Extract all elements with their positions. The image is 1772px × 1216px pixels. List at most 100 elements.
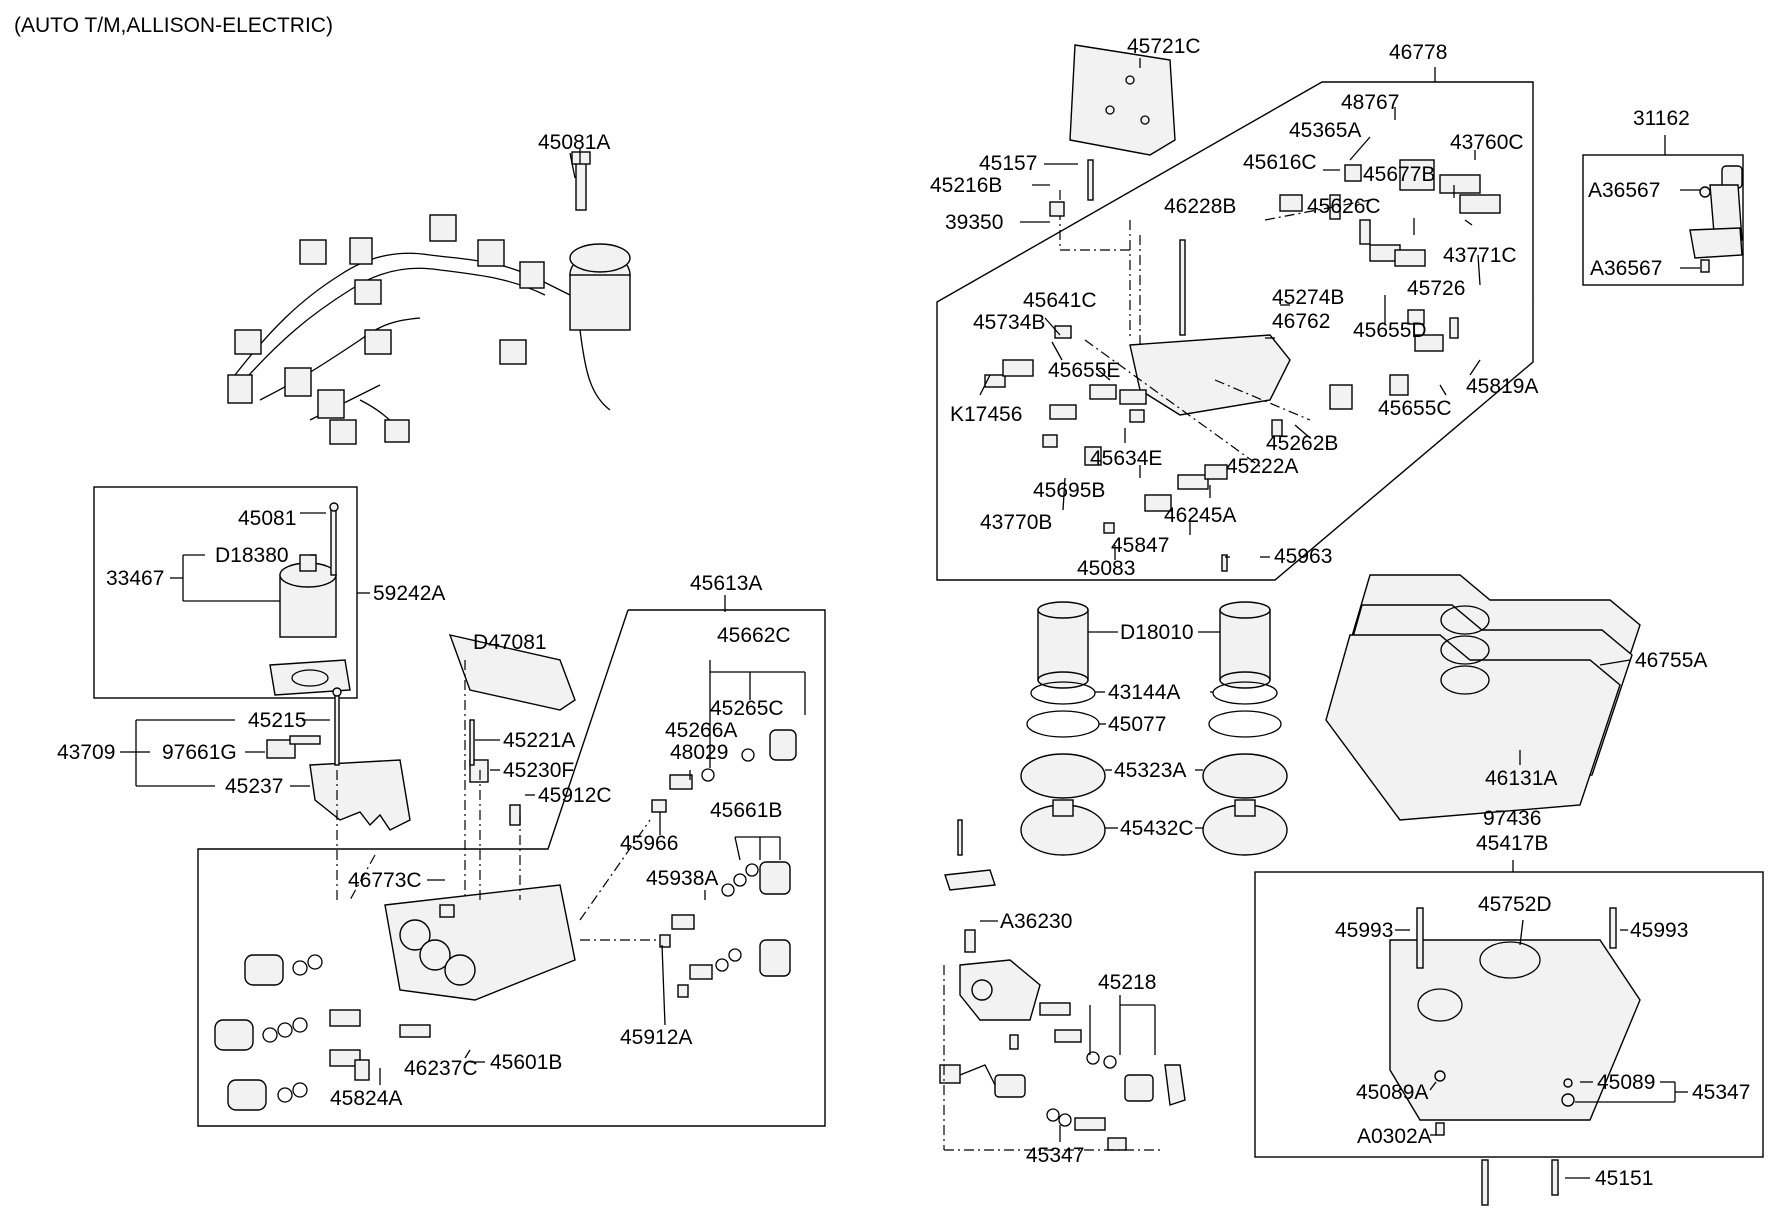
part-label-45655C: 45655C [1378,397,1452,420]
box-45613A [197,609,826,1127]
part-label-45616C: 45616C [1243,151,1317,174]
part-label-45262B: 45262B [1266,432,1339,455]
solenoids-right-drawing [651,729,797,998]
part-label-45221A: 45221A [503,729,576,752]
part-label-46762: 46762 [1272,310,1331,333]
part-label-45912C: 45912C [538,784,612,807]
part-label-97436: 97436 [1483,807,1542,830]
part-label-45083: 45083 [1077,557,1136,580]
part-label-46755A: 46755A [1635,649,1708,672]
part-label-D18380: D18380 [215,544,289,567]
part-label-A0302A: A0302A [1357,1125,1432,1148]
part-label-45641C: 45641C [1023,289,1097,312]
part-label-46237C: 46237C [404,1057,478,1080]
part-label-K17456: K17456 [950,403,1023,426]
part-label-45613A: 45613A [690,572,763,595]
box-46778 [936,81,1534,581]
part-label-43144A: 43144A [1108,681,1181,704]
manual-valve-drawing [939,819,1186,1151]
part-label-45365A: 45365A [1289,119,1362,142]
valve-body-46778-drawing [984,44,1501,572]
part-label-45265C: 45265C [710,697,784,720]
part-label-43709: 43709 [57,741,116,764]
part-label-A36567-bottom: A36567 [1590,257,1663,280]
filters-gaskets-drawing [1020,601,1288,856]
separator-plates-drawing [1325,574,1641,821]
part-label-46245A: 46245A [1164,504,1237,527]
part-label-45230F: 45230F [503,759,575,782]
part-label-45695B: 45695B [1033,479,1106,502]
part-label-45089A: 45089A [1356,1081,1429,1104]
diagram-title: (AUTO T/M,ALLISON-ELECTRIC) [14,14,333,37]
box-45417B [1254,871,1764,1158]
part-label-45218: 45218 [1098,971,1157,994]
part-label-45847: 45847 [1111,534,1170,557]
part-label-33467: 33467 [106,567,165,590]
valve-body-45417B-drawing [1389,907,1641,1206]
part-label-45266A: 45266A [665,719,738,742]
part-label-43760C: 43760C [1450,131,1524,154]
wiring-harness-drawing [227,148,631,445]
part-label-45993-right: 45993 [1630,919,1689,942]
part-label-45151: 45151 [1595,1167,1654,1190]
part-label-45157: 45157 [979,152,1038,175]
part-label-43770B: 43770B [980,511,1053,534]
part-label-45215: 45215 [248,709,307,732]
part-label-A36567-top: A36567 [1588,179,1661,202]
part-label-45993-left: 45993 [1335,919,1394,942]
part-label-45819A: 45819A [1466,375,1539,398]
part-label-46131A: 46131A [1485,767,1558,790]
part-label-45721C: 45721C [1127,35,1201,58]
solenoids-left-drawing [214,954,431,1111]
leader-lines [120,58,1700,1179]
part-label-A36230: A36230 [1000,910,1073,933]
part-label-45347-bottom: 45347 [1026,1144,1085,1167]
box-31162 [1582,154,1744,286]
part-label-45655D: 45655D [1353,319,1427,342]
sensor-31162-drawing [1689,165,1743,273]
part-label-43771C: 43771C [1443,244,1517,267]
sensor-59242A-drawing [269,502,351,696]
part-label-45237: 45237 [225,775,284,798]
part-label-45726: 45726 [1407,277,1466,300]
part-label-45824A: 45824A [330,1087,403,1110]
part-label-45626C: 45626C [1307,195,1381,218]
part-label-39350: 39350 [945,211,1004,234]
part-label-45677B: 45677B [1363,163,1436,186]
part-label-45634E: 45634E [1090,447,1163,470]
part-label-45081A: 45081A [538,131,611,154]
part-label-45222A: 45222A [1226,455,1299,478]
part-label-48767: 48767 [1341,91,1400,114]
part-label-45089: 45089 [1597,1071,1656,1094]
part-label-45323A: 45323A [1114,759,1187,782]
part-label-D47081: D47081 [473,631,547,654]
part-label-45662C: 45662C [717,624,791,647]
part-label-45432C: 45432C [1120,817,1194,840]
part-label-59242A: 59242A [373,582,446,605]
part-label-45655E: 45655E [1048,359,1121,382]
part-label-45734B: 45734B [973,311,1046,334]
part-label-45216B: 45216B [930,174,1003,197]
part-label-45274B: 45274B [1272,286,1345,309]
part-label-97661G: 97661G [162,741,237,764]
part-label-45966: 45966 [620,832,679,855]
part-label-45081: 45081 [238,507,297,530]
part-label-46773C: 46773C [348,869,422,892]
part-label-45912A: 45912A [620,1026,693,1049]
part-label-45938A: 45938A [646,867,719,890]
part-label-46228B: 46228B [1164,195,1237,218]
part-label-45417B: 45417B [1476,832,1549,855]
part-label-D18010: D18010 [1120,621,1194,644]
part-label-48029: 48029 [670,741,729,764]
part-label-45752D: 45752D [1478,893,1552,916]
part-label-46778: 46778 [1389,41,1448,64]
part-label-45661B: 45661B [710,799,783,822]
part-label-45347-right: 45347 [1692,1081,1751,1104]
valve-body-left-drawing [214,634,797,1111]
part-label-45601B: 45601B [490,1051,563,1074]
part-label-45963: 45963 [1274,545,1333,568]
part-label-45077: 45077 [1108,713,1167,736]
part-label-31162: 31162 [1633,107,1690,130]
